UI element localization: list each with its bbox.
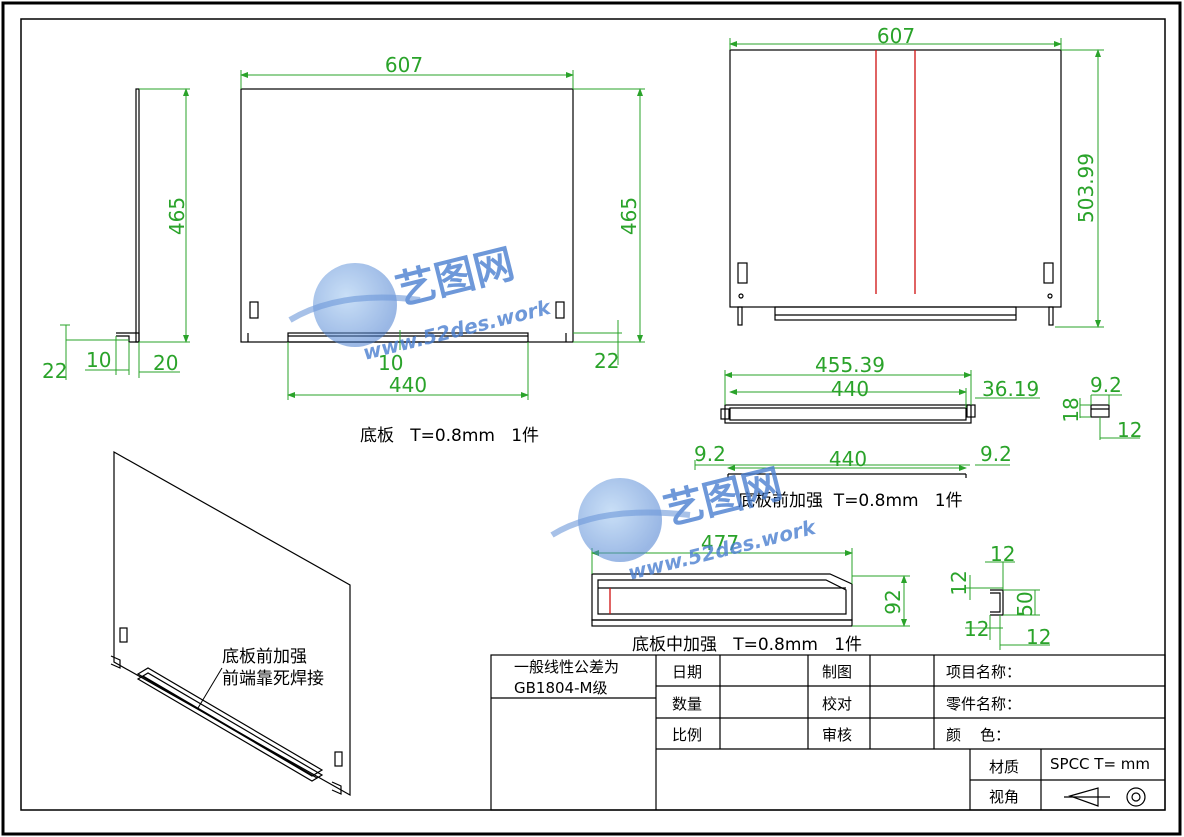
- dim-side-10: 10: [86, 348, 111, 372]
- dim-mid-92: 92: [881, 589, 905, 614]
- front-rib-dims: [724, 370, 1040, 408]
- label-material: 材质: [989, 758, 1019, 776]
- dim-section-18: 18: [1059, 397, 1083, 422]
- dim-msec-50: 50: [1013, 591, 1037, 616]
- dim-msec-12-left: 12: [947, 570, 971, 595]
- label-project: 项目名称：: [946, 663, 1021, 681]
- mid-rib-section-dims: [965, 561, 1050, 650]
- dim-side-22: 22: [42, 359, 67, 383]
- mid-rib-view: [591, 573, 853, 627]
- dim-msec-12-mid: 12: [964, 617, 989, 641]
- tolerance-line1: 一般线性公差为: [514, 658, 619, 676]
- dim-front-22: 22: [594, 349, 619, 373]
- dim-rib-440: 440: [831, 377, 869, 401]
- label-draw: 制图: [822, 663, 852, 681]
- iso-note-line1: 底板前加强: [222, 647, 307, 667]
- dim-strip-9-2-right: 9.2: [980, 442, 1012, 466]
- dim-msec-12-bot: 12: [1026, 625, 1051, 649]
- dim-side-height: 465: [165, 197, 189, 235]
- dim-section-9-2: 9.2: [1090, 373, 1122, 397]
- dim-front-height: 465: [617, 197, 641, 235]
- label-date: 日期: [672, 663, 702, 681]
- dim-rib-36: 36.19: [982, 377, 1039, 401]
- label-check: 校对: [822, 695, 852, 713]
- front-rib-section: [1090, 404, 1110, 418]
- label-view-angle: 视角: [989, 788, 1019, 806]
- iso-note-line2: 前端靠死焊接: [222, 669, 324, 689]
- title-block: [490, 654, 1166, 811]
- caption-front-rib: 底板前加强 T=0.8mm 1件: [738, 491, 963, 511]
- base-side-dims: [60, 88, 190, 380]
- front-rib-strip-dims: [694, 460, 1010, 471]
- material-value: SPCC T= mm: [1050, 755, 1150, 773]
- front-rib-top-strip: [727, 473, 967, 478]
- dim-front-width: 607: [385, 53, 423, 77]
- dim-back-height: 503.99: [1074, 153, 1098, 223]
- front-rib-view: [720, 404, 976, 424]
- watermark-1: 艺图网 www.52des.work: [288, 241, 554, 365]
- mid-rib-section: [990, 589, 1004, 616]
- label-part: 零件名称：: [946, 695, 1021, 713]
- base-back-dims: [729, 38, 1104, 328]
- tolerance-line2: GB1804-M级: [514, 679, 607, 697]
- dim-front-440: 440: [389, 373, 427, 397]
- label-review: 审核: [822, 726, 852, 744]
- base-back-view: [729, 49, 1062, 326]
- dim-rib-455: 455.39: [815, 353, 885, 377]
- label-scale: 比例: [672, 726, 702, 744]
- dim-side-20: 20: [153, 351, 178, 375]
- base-side-view: [116, 88, 140, 343]
- projection-symbol-icon: [1064, 787, 1146, 807]
- watermark-brand-1: 艺图网: [391, 241, 519, 315]
- watermark-brand-2: 艺图网: [659, 461, 787, 535]
- label-color: 颜 色：: [946, 726, 1010, 744]
- dim-msec-12-top: 12: [990, 542, 1015, 566]
- front-rib-section-dims: [1079, 394, 1140, 440]
- dim-mid-477: 477: [701, 531, 739, 555]
- iso-view: [110, 450, 351, 797]
- caption-mid-rib: 底板中加强 T=0.8mm 1件: [632, 635, 862, 655]
- caption-base-plate: 底板 T=0.8mm 1件: [360, 426, 539, 446]
- label-quantity: 数量: [672, 695, 702, 713]
- dim-strip-440: 440: [829, 447, 867, 471]
- base-front-dims: [240, 70, 645, 400]
- dim-back-width: 607: [877, 24, 915, 48]
- dim-strip-9-2-left: 9.2: [694, 442, 726, 466]
- dim-front-10: 10: [378, 351, 403, 375]
- dim-section-12: 12: [1117, 418, 1142, 442]
- iso-leader: [197, 667, 223, 709]
